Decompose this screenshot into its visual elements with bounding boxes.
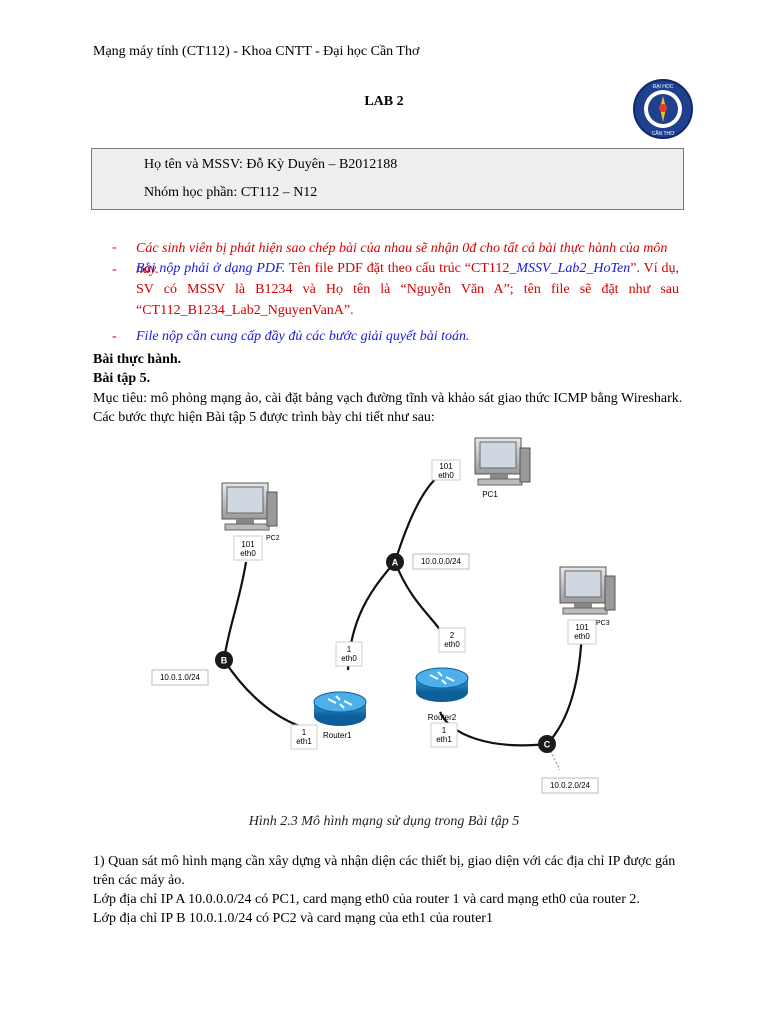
router2-label: Router2 [428, 713, 457, 722]
svg-text:ĐẠI HỌC: ĐẠI HỌC [653, 84, 674, 90]
router1-icon [314, 692, 366, 726]
bullet-2: - [112, 262, 117, 278]
switch-c-label: C [544, 740, 551, 750]
router1-eth1: eth1 [296, 737, 312, 746]
bullet-1: - [112, 240, 117, 256]
svg-text:CẦN THƠ: CẦN THƠ [652, 130, 676, 137]
link-c-pc3 [547, 630, 582, 744]
network-links [224, 475, 582, 745]
switch-b-label: B [221, 656, 228, 666]
pc3-computer-icon [560, 567, 615, 614]
router1-label: Router1 [323, 731, 352, 740]
university-logo-icon: ĐẠI HỌC CẦN THƠ [632, 78, 694, 140]
objective-text: Mục tiêu: mô phỏng mạng ảo, cài đặt bảng… [93, 389, 682, 408]
router1-eth0: eth0 [341, 654, 357, 663]
pc2-port-num: 101 [241, 540, 255, 549]
link-b-router1 [224, 660, 305, 728]
figure-caption: Hình 2.3 Mô hình mạng sử dụng trong Bài … [0, 814, 768, 830]
note-steps: File nộp cần cung cấp đầy đủ các bước gi… [136, 326, 679, 347]
switch-b: B [215, 651, 233, 669]
link-pc1-a [395, 475, 440, 562]
router2-icon [416, 668, 468, 702]
router2-eth1: eth1 [436, 735, 452, 744]
course-group-line: Nhóm học phần: CT112 – N12 [144, 185, 317, 201]
net-a-label: 10.0.0.0/24 [421, 557, 462, 566]
practice-heading: Bài thực hành. [93, 352, 181, 368]
link-pc2-b [224, 562, 246, 660]
router2-eth1-num: 1 [442, 726, 447, 735]
pc1-port-num: 101 [439, 462, 453, 471]
router2-eth0: eth0 [444, 640, 460, 649]
ip-class-b-line: Lớp địa chỉ IP B 10.0.1.0/24 có PC2 và c… [93, 909, 693, 928]
student-info-box: Họ tên và MSSV: Đỗ Kỳ Duyên – B2012188 N… [91, 148, 684, 210]
switch-a-label: A [392, 558, 399, 568]
note-pdf-lead: Bài nộp phải ở dạng PDF. [136, 261, 285, 276]
ip-class-a-line: Lớp địa chỉ IP A 10.0.0.0/24 có PC1, car… [93, 890, 693, 909]
note-pdf-format: Bài nộp phải ở dạng PDF. Tên file PDF đặ… [136, 258, 679, 321]
router2-eth0-num: 2 [450, 631, 455, 640]
pc3-port-num: 101 [575, 623, 589, 632]
bullet-3: - [112, 329, 117, 345]
switch-a: A [386, 553, 404, 571]
note-steps-text: File nộp cần cung cấp đầy đủ các bước gi… [136, 329, 470, 344]
router1-eth0-num: 1 [347, 645, 352, 654]
link-a-router2 [395, 562, 440, 630]
switch-c: C [538, 735, 556, 753]
pc1-computer-icon [475, 438, 530, 485]
pc1-port: eth0 [438, 471, 454, 480]
pc2-computer-icon [222, 483, 277, 530]
pc3-port: eth0 [574, 632, 590, 641]
course-header: Mạng máy tính (CT112) - Khoa CNTT - Đại … [93, 44, 419, 60]
net-c-label: 10.0.2.0/24 [550, 781, 591, 790]
net-b-label: 10.0.1.0/24 [160, 673, 201, 682]
note-pdf-pattern: MSSV_Lab2_HoTen [516, 261, 630, 276]
question-1: 1) Quan sát mô hình mạng cần xây dựng và… [93, 852, 683, 890]
student-name-line: Họ tên và MSSV: Đỗ Kỳ Duyên – B2012188 [144, 157, 397, 173]
pc3-label: PC3 [596, 620, 610, 627]
exercise-heading: Bài tập 5. [93, 371, 150, 387]
pc2-port: eth0 [240, 549, 256, 558]
pc2-label: PC2 [266, 535, 280, 542]
router1-eth1-num: 1 [302, 728, 307, 737]
network-diagram: 101 eth0 PC1 101 eth0 PC2 101 eth0 PC3 A… [150, 430, 650, 810]
pc1-label: PC1 [482, 490, 498, 499]
note-pdf-structure: Tên file PDF đặt theo cấu trúc “CT112_ [285, 261, 516, 276]
steps-intro-text: Các bước thực hiện Bài tập 5 được trình … [93, 408, 435, 427]
